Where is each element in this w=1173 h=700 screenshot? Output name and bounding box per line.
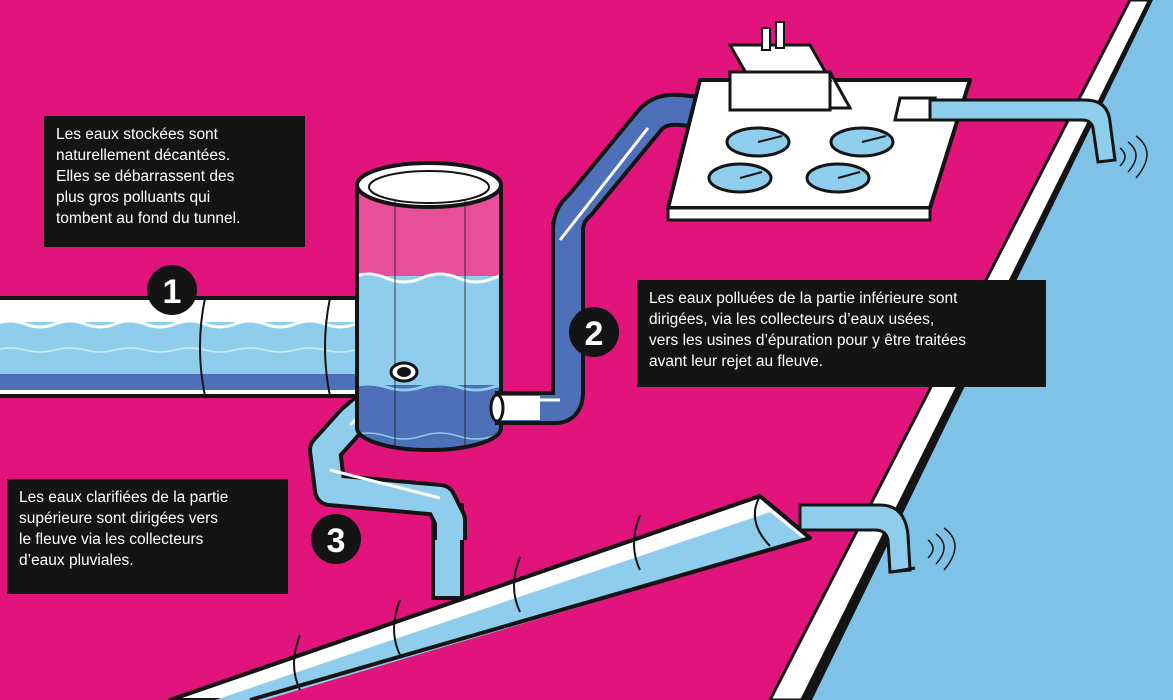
treatment-plant [666,21,1117,222]
callout-step-2: Les eaux polluées de la partie inférieur… [637,280,1046,387]
wastewater-pipe [489,92,702,425]
step-number-1: 1 [163,273,182,311]
storage-tunnel [0,296,386,398]
stormwater-collector [168,494,916,700]
step-number-3: 3 [327,522,346,560]
callout-step-1: Les eaux stockées sont naturellement déc… [44,116,305,247]
callout-step-3: Les eaux clarifiées de la partie supérie… [7,479,288,594]
step-number-2: 2 [585,315,604,353]
step-badges [147,265,619,564]
settling-tank [355,161,503,452]
